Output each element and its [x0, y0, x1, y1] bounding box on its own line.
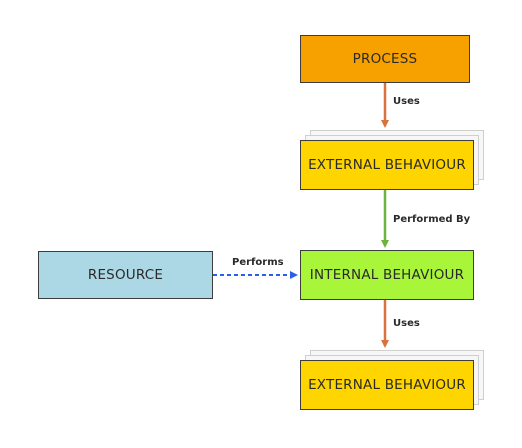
- internal-behaviour-node: INTERNAL BEHAVIOUR: [300, 250, 474, 300]
- external-behaviour-top-node: EXTERNAL BEHAVIOUR: [300, 140, 474, 190]
- resource-node: RESOURCE: [38, 251, 213, 299]
- performed-by-label: Performed By: [393, 214, 471, 225]
- external-behaviour-top-label: EXTERNAL BEHAVIOUR: [308, 156, 466, 173]
- internal-behaviour-label: INTERNAL BEHAVIOUR: [309, 266, 465, 283]
- uses-label-top: Uses: [393, 96, 420, 107]
- process-node-label: PROCESS: [352, 50, 418, 67]
- performs-label: Performs: [232, 257, 284, 268]
- process-node: PROCESS: [300, 35, 470, 83]
- external-behaviour-bottom-label: EXTERNAL BEHAVIOUR: [308, 376, 466, 393]
- external-behaviour-bottom-node: EXTERNAL BEHAVIOUR: [300, 360, 474, 410]
- uses-label-bottom: Uses: [393, 318, 420, 329]
- resource-node-label: RESOURCE: [87, 266, 164, 283]
